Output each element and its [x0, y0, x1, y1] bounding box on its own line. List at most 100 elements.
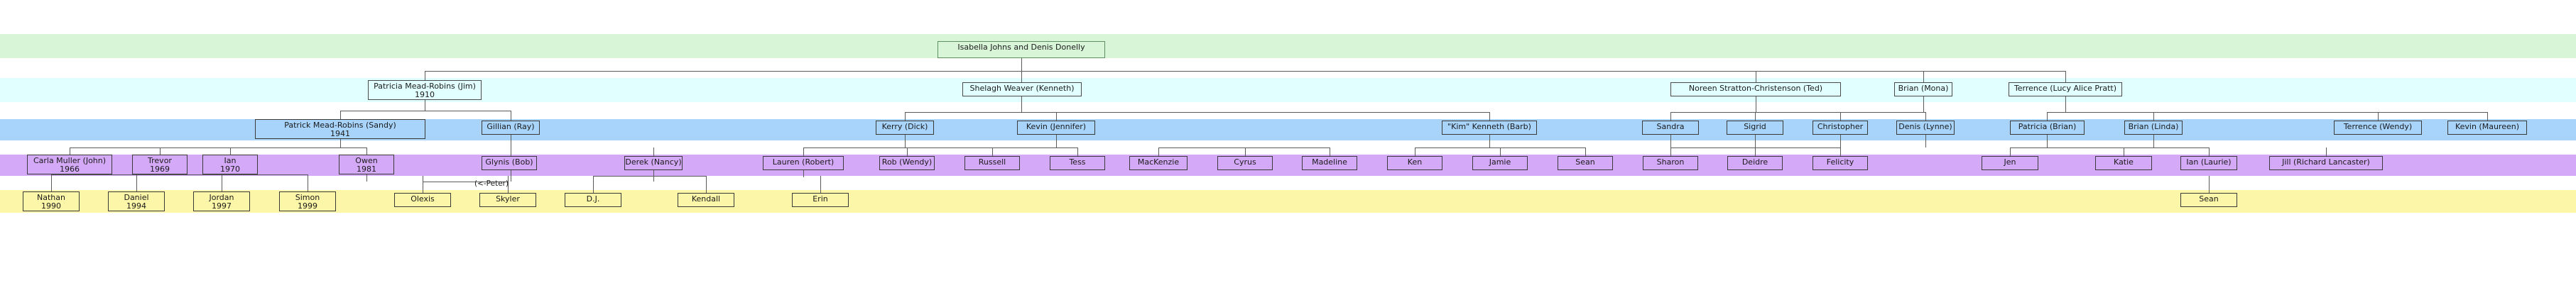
person-node[interactable]: Denis (Lynne) [1896, 121, 1955, 135]
person-node[interactable]: Kerry (Dick) [876, 121, 934, 135]
person-node[interactable]: Sean [1558, 156, 1613, 170]
person-node[interactable]: Felicity [1813, 156, 1868, 170]
person-node[interactable]: Deidre [1727, 156, 1783, 170]
person-node[interactable]: Patricia (Brian) [2010, 121, 2085, 135]
person-birth-year: 1910 [415, 89, 435, 99]
connector-vertical [1670, 135, 1671, 148]
connector-vertical [2378, 112, 2379, 121]
connector-vertical [1755, 112, 1756, 121]
person-name: MacKenzie [1137, 157, 1180, 167]
person-node[interactable]: Patrick Mead-Robins (Sandy)1941 [255, 119, 425, 139]
connector-vertical [2010, 148, 2011, 156]
person-node[interactable]: Carla Muller (John)1966 [27, 155, 112, 174]
connector-vertical [2065, 96, 2066, 112]
person-node[interactable]: Ken [1387, 156, 1442, 170]
person-node[interactable]: Sigrid [1727, 121, 1783, 135]
person-node[interactable]: Jill (Richard Lancaster) [2269, 156, 2383, 170]
person-node[interactable]: Brian (Mona) [1894, 82, 1952, 96]
connector-vertical [1245, 148, 1246, 156]
connector-vertical [905, 135, 906, 148]
person-node[interactable]: Isabella Johns and Denis Donelly [938, 41, 1105, 58]
person-node[interactable]: Christopher [1813, 121, 1868, 135]
person-node[interactable]: Derek (Nancy) [624, 156, 683, 170]
person-node[interactable]: Jamie [1472, 156, 1528, 170]
person-name: Brian (Mona) [1898, 84, 1949, 93]
person-node[interactable]: Russell [964, 156, 1020, 170]
person-name: Skyler [496, 194, 520, 204]
person-node[interactable]: Erin [792, 193, 849, 207]
connector-vertical [1489, 135, 1490, 148]
person-name: Russell [978, 157, 1006, 167]
person-node[interactable]: Sean [2180, 193, 2237, 207]
person-name: Daniel [124, 193, 149, 202]
person-node[interactable]: Lauren (Robert) [763, 156, 844, 170]
person-node[interactable]: Sharon [1643, 156, 1698, 170]
person-node[interactable]: Kevin (Jennifer) [1017, 121, 1095, 135]
person-name: Shelagh Weaver (Kenneth) [969, 84, 1075, 93]
person-name: Olexis [411, 194, 435, 204]
person-name: Kevin (Maureen) [2455, 122, 2520, 131]
person-node[interactable]: Jen [1982, 156, 2038, 170]
person-name: Katie [2114, 157, 2134, 167]
person-node[interactable]: Sandra [1642, 121, 1699, 135]
person-name: Noreen Stratton-Christenson (Ted) [1688, 84, 1823, 93]
person-name: Owen [355, 156, 378, 165]
person-name: Sean [1575, 157, 1595, 167]
person-name: Rob (Wendy) [881, 157, 933, 167]
person-node[interactable]: Tess [1050, 156, 1105, 170]
person-node[interactable]: Cyrus [1217, 156, 1273, 170]
person-node[interactable]: Rob (Wendy) [879, 156, 935, 170]
connector-vertical [653, 170, 654, 182]
person-node[interactable]: Patricia Mead-Robins (Jim)1910 [368, 80, 482, 100]
connector-vertical [1840, 112, 1841, 121]
connector-vertical [2065, 71, 2066, 82]
person-node[interactable]: Ian (Laurie) [2180, 156, 2237, 170]
person-node[interactable]: Olexis [394, 193, 451, 207]
connector-vertical [1585, 148, 1586, 156]
person-node[interactable]: MacKenzie [1129, 156, 1188, 170]
connector-vertical [340, 139, 341, 148]
person-name: Ian (Laurie) [2186, 157, 2232, 167]
person-node[interactable]: D.J. [565, 193, 621, 207]
connector-vertical [1925, 112, 1926, 121]
person-node[interactable]: Terrence (Wendy) [2334, 121, 2422, 135]
connector-vertical [803, 148, 804, 156]
person-name: Sean [2199, 194, 2219, 204]
person-name: Patricia Mead-Robins (Jim) [374, 82, 476, 91]
connector-vertical [1500, 148, 1501, 156]
person-name: Lauren (Robert) [772, 157, 835, 167]
person-birth-year: 1990 [41, 201, 61, 211]
person-name: Jordan [209, 193, 234, 202]
person-name: Madeline [1312, 157, 1347, 167]
person-name: Denis (Lynne) [1898, 122, 1952, 131]
person-birth-year: 1969 [150, 164, 170, 174]
person-node[interactable]: Katie [2095, 156, 2152, 170]
connector-horizontal [2047, 112, 2487, 113]
person-name: Cyrus [1234, 157, 1256, 167]
person-name: Jamie [1489, 157, 1511, 167]
person-name: Patrick Mead-Robins (Sandy) [284, 121, 396, 130]
person-node[interactable]: Brian (Linda) [2124, 121, 2183, 135]
person-node[interactable]: "Kim" Kenneth (Barb) [1442, 121, 1537, 135]
person-name: Isabella Johns and Denis Donelly [957, 43, 1085, 52]
connector-vertical [1670, 112, 1671, 121]
person-node[interactable]: Glynis (Bob) [482, 156, 537, 170]
person-name: Felicity [1826, 157, 1854, 167]
person-node[interactable]: Noreen Stratton-Christenson (Ted) [1670, 82, 1841, 96]
person-node[interactable]: Madeline [1302, 156, 1357, 170]
connector-vertical [1925, 135, 1926, 148]
person-node[interactable]: Kendall [678, 193, 734, 207]
person-node[interactable]: Kevin (Maureen) [2447, 121, 2527, 135]
person-node[interactable]: Shelagh Weaver (Kenneth) [962, 82, 1082, 96]
person-node[interactable]: Terrence (Lucy Alice Pratt) [2009, 82, 2122, 96]
person-node[interactable]: Skyler [479, 193, 536, 207]
connector-vertical [1021, 58, 1022, 71]
person-node[interactable]: Gillian (Ray) [482, 121, 540, 135]
